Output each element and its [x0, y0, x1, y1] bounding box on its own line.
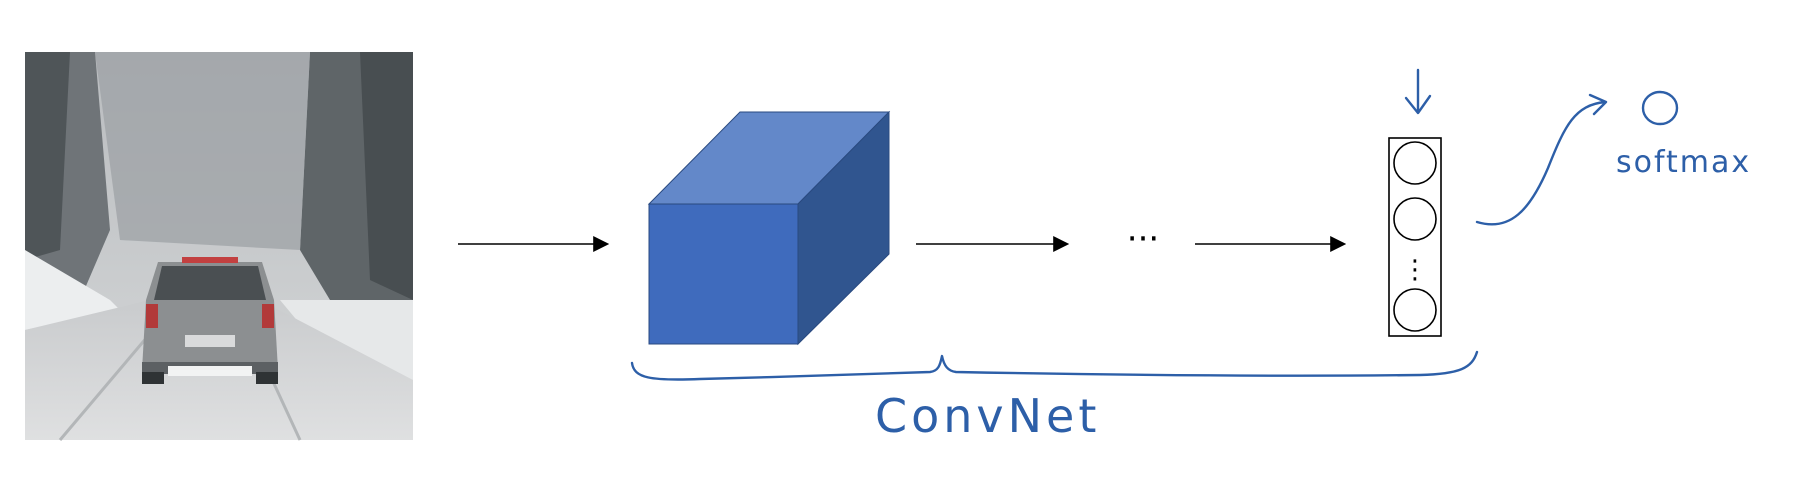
softmax-output-circle [1641, 90, 1679, 126]
down-arrow-icon [1404, 68, 1432, 115]
convnet-brace [630, 350, 1479, 381]
output-units-ellipsis: ⋮ [1402, 255, 1428, 285]
convnet-label: ConvNet [875, 389, 1100, 443]
output-unit [1393, 197, 1437, 241]
output-unit [1393, 288, 1437, 332]
car-icon [142, 257, 278, 384]
input-photo [25, 52, 413, 441]
output-vector: ⋮ [1388, 137, 1442, 337]
conv-volume-cube [647, 110, 891, 346]
layers-continuation: ··· [1127, 219, 1159, 259]
cube-front-face [648, 203, 799, 345]
curved-arrow-icon [1475, 93, 1608, 226]
output-unit [1393, 141, 1437, 185]
softmax-label: softmax [1616, 145, 1751, 180]
handwritten-annotations [630, 68, 1679, 381]
